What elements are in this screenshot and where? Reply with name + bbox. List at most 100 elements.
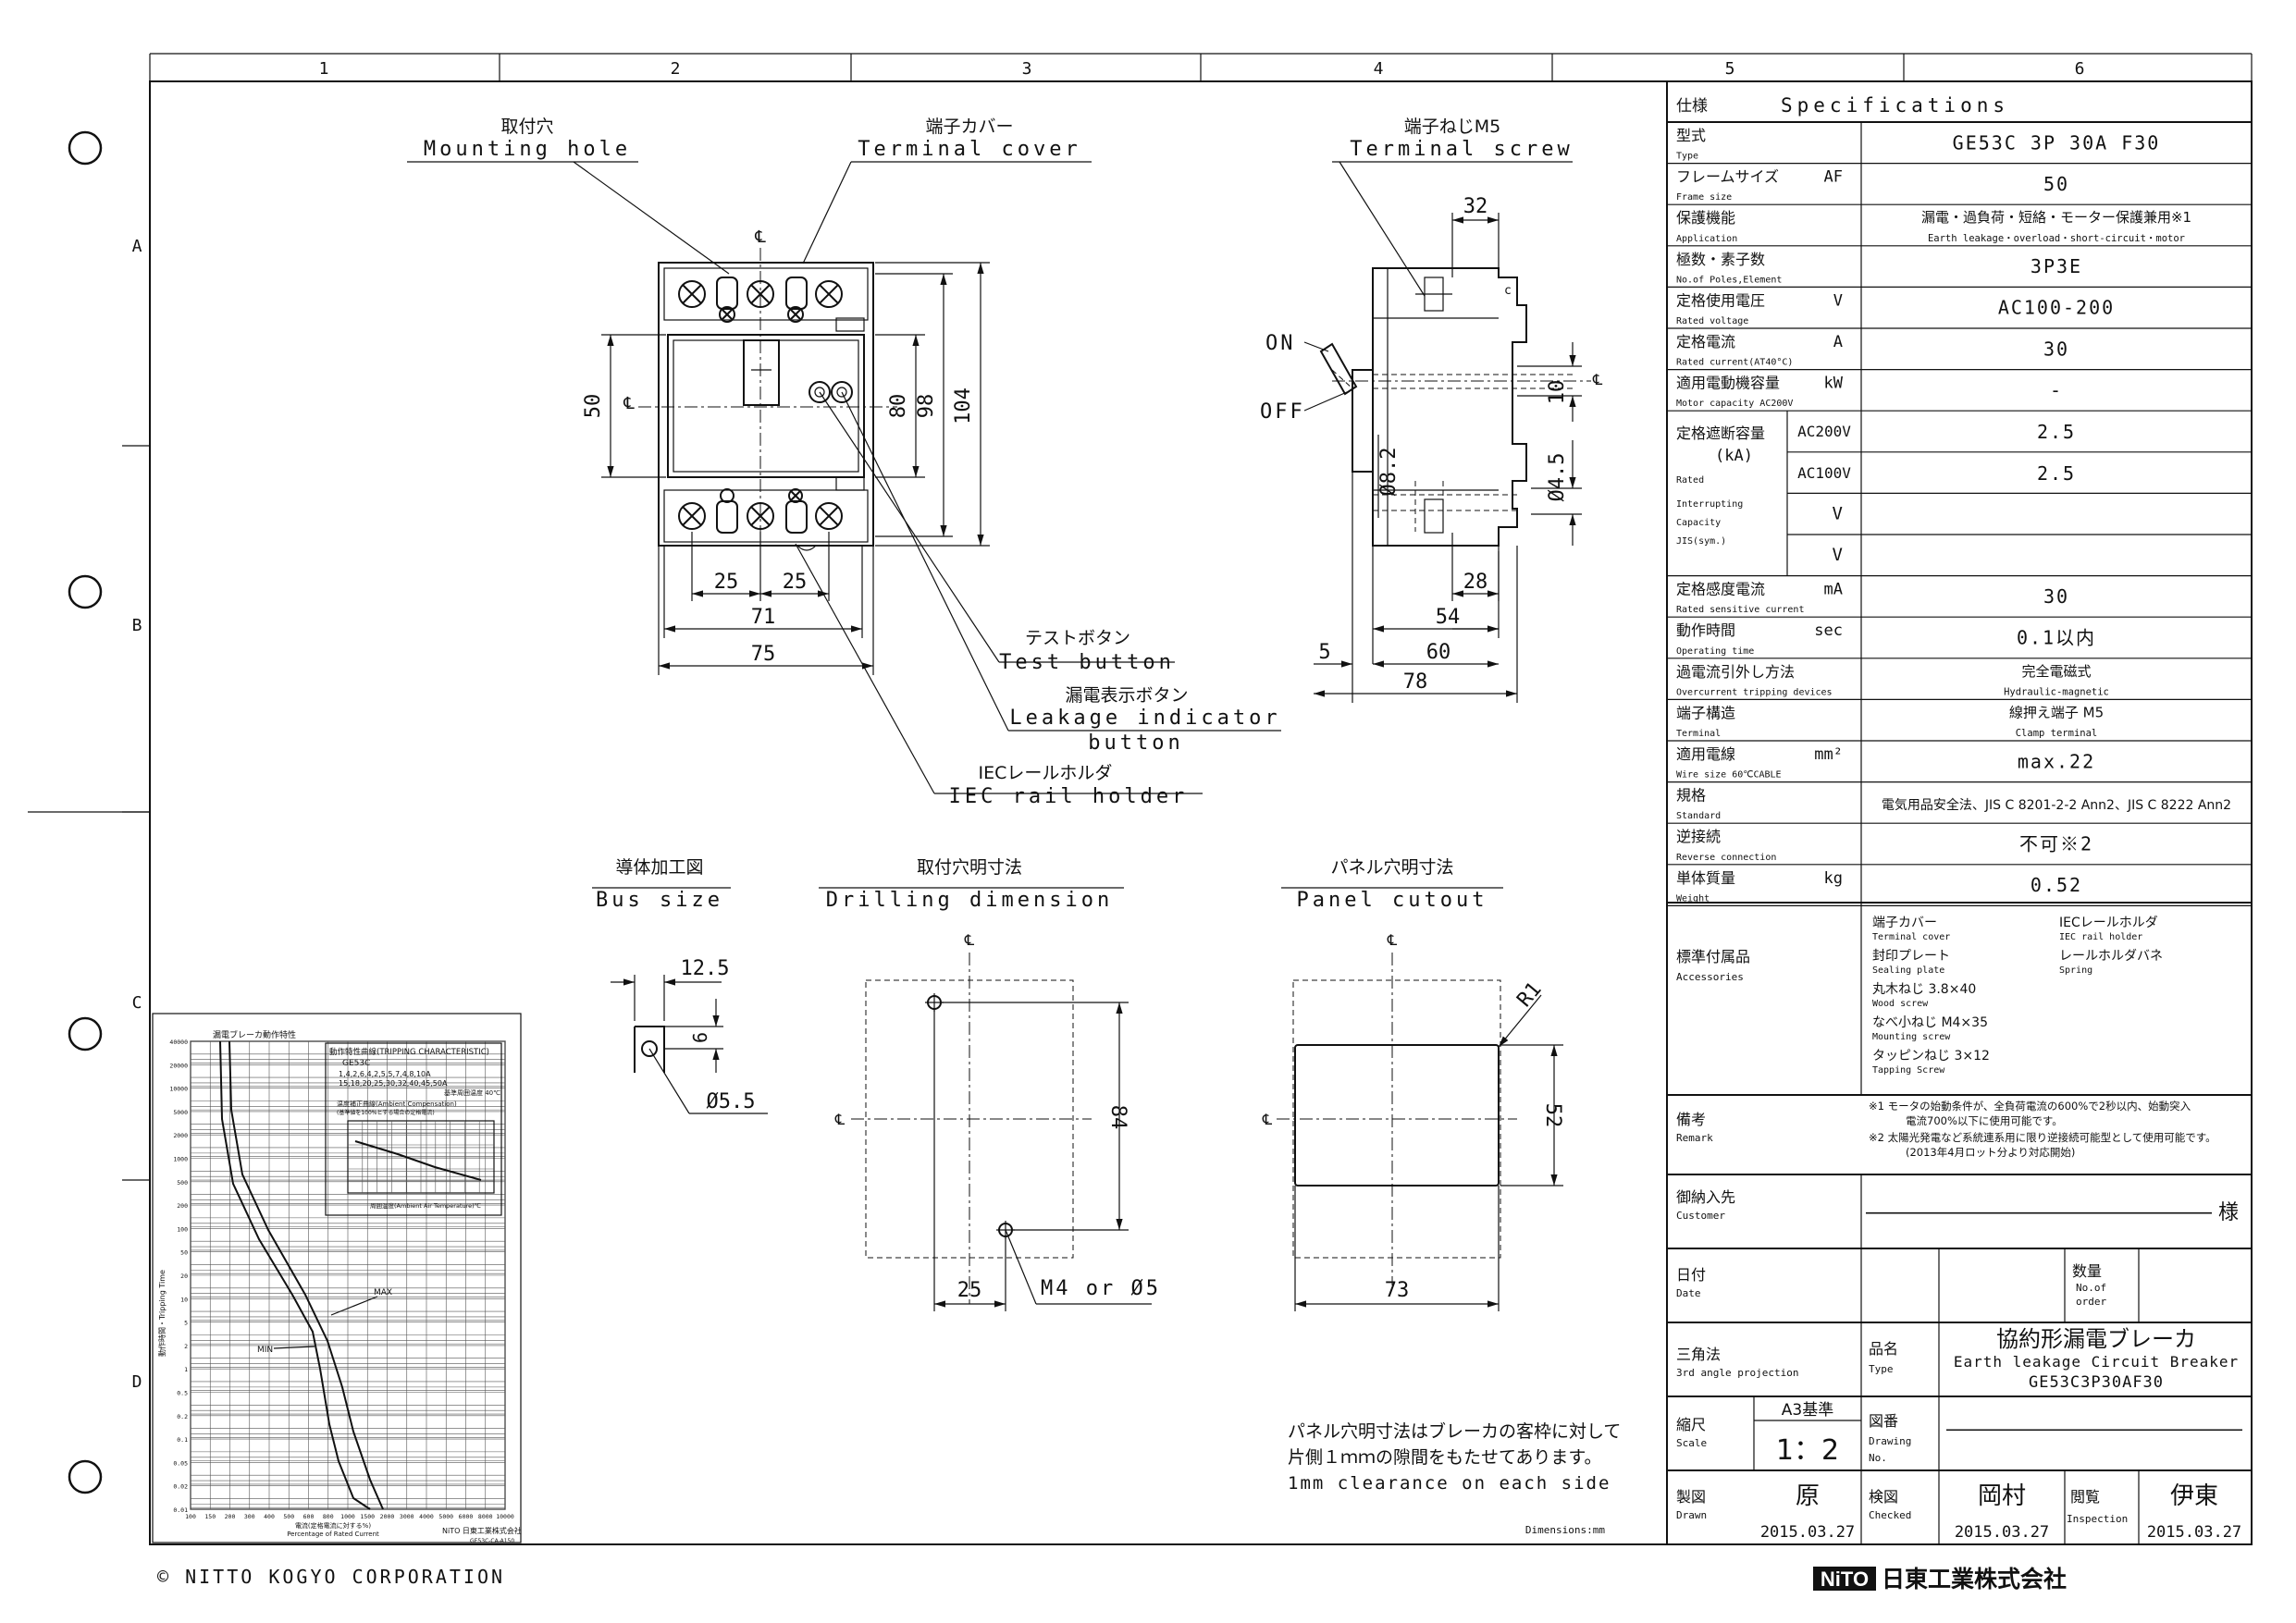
interrupting-label-2: V: [1833, 503, 1843, 523]
svg-text:NiTO: NiTO: [1821, 1568, 1869, 1591]
terminal-cover-label-en: Terminal cover: [858, 138, 1080, 161]
spec.rows2-label-jp-6: 逆接続: [1676, 828, 1721, 845]
zone-col-2: 2: [671, 59, 681, 79]
terminal-cover-label-jp: 端子カバー: [925, 117, 1013, 137]
accessory-right-3: Spring: [2059, 965, 2092, 976]
scale-jp: 縮尺: [1676, 1416, 1706, 1433]
spec.rows-label-jp-6: 適用電動機容量: [1676, 375, 1780, 392]
spec.rows-value-1: 50: [2043, 173, 2069, 195]
spec.rows2-label-jp-3: 端子構造: [1676, 704, 1735, 721]
trip-ytick-2: 10000: [169, 1086, 188, 1093]
dim-25a: 25: [714, 571, 739, 594]
trip-ytick-15: 0.5: [177, 1390, 188, 1397]
svg-text:℄: ℄: [964, 931, 975, 949]
trip-chart-title: 漏電ブレーカ動作特性: [213, 1029, 296, 1040]
dim-54: 54: [1436, 606, 1461, 629]
terminal-screw-label-en: Terminal screw: [1350, 138, 1573, 161]
spec.rows2-label-jp-1: 動作時間: [1676, 621, 1735, 639]
trip-xtick-11: 3000: [400, 1513, 414, 1520]
spec.rows2-unit-4: mm²: [1814, 745, 1843, 764]
trip-box-ambient: 基準周囲温度 40℃: [444, 1088, 500, 1097]
bus-size-view: 導体加工図 Bus size 12.5 6 Ø5.5: [592, 857, 768, 1114]
spec.rows2-value-2: 完全電磁式: [2021, 663, 2091, 680]
drilling-screw-label: M4 or Ø5: [1041, 1277, 1161, 1300]
accessory-right-1: IEC rail holder: [2059, 932, 2142, 942]
drawn-date: 2015.03.27: [1760, 1523, 1855, 1542]
mounting-hole-label-jp: 取付穴: [500, 117, 553, 137]
spec.rows2-unit-1: sec: [1814, 621, 1843, 640]
dim-84: 84: [1106, 1105, 1129, 1130]
dim-5: 5: [1318, 641, 1330, 664]
accessory-left-7: Mounting screw: [1872, 1032, 1951, 1042]
spec.rows-label-en-2: Application: [1676, 234, 1737, 244]
panel-note-line-2: 片側１ｍｍの隙間をもたせてあります。: [1288, 1447, 1602, 1468]
accessory-right-2: レールホルダバネ: [2059, 949, 2163, 964]
accessory-left-4: 丸木ねじ 3.8×40: [1872, 982, 1976, 997]
spec.rows2-label-jp-0: 定格感度電流: [1676, 581, 1765, 598]
accessory-left-0: 端子カバー: [1872, 916, 1937, 930]
spec.rows-value2-2: Earth leakage・overload・short-circuit・mot…: [1928, 233, 2185, 244]
remark-line-1: ※1 モータの始動条件が、全負荷電流の600%で2秒以内、始動突入: [1869, 1100, 2191, 1113]
spec.rows2-label-en-2: Overcurrent tripping devices: [1676, 687, 1833, 697]
interrupting-label-3: V: [1833, 545, 1843, 565]
date-en: Date: [1676, 1287, 1701, 1299]
spec.rows-label-en-0: Type: [1676, 152, 1698, 162]
interrupting-en-3: Capacity: [1676, 518, 1721, 528]
trip-ytick-4: 2000: [173, 1132, 188, 1139]
dim-50: 50: [582, 394, 605, 419]
spec.rows-value-2: 漏電・過負荷・短絡・モーター保護兼用※1: [1921, 209, 2191, 226]
dim-78: 78: [1403, 670, 1428, 694]
spec.rows-label-jp-3: 極数・素子数: [1676, 251, 1765, 268]
accessory-left-1: Terminal cover: [1872, 932, 1950, 942]
spec-header-jp: 仕様: [1676, 97, 1708, 116]
interrupting-unit: (kA): [1715, 447, 1753, 465]
radius-r1: R1: [1512, 977, 1546, 1011]
trip-xtick-10: 2000: [380, 1513, 395, 1520]
checked-name: 岡村: [1978, 1482, 2026, 1510]
spec.rows-value-6: -: [2050, 379, 2063, 401]
accessory-left-6: なべ小ねじ M4×35: [1872, 1015, 1988, 1030]
scale-value: 1：2: [1776, 1434, 1839, 1467]
remark-jp: 備考: [1676, 1111, 1706, 1128]
trip-ytick-18: 0.05: [173, 1459, 188, 1467]
dimensions-unit: Dimensions:mm: [1525, 1524, 1605, 1536]
trip-ylabel: 動作時間・Tripping Time: [157, 1270, 167, 1357]
accessory-left-5: Wood screw: [1872, 999, 1929, 1009]
trip-xtick-7: 800: [323, 1513, 334, 1520]
spec.rows2-value-0: 30: [2043, 585, 2069, 608]
trip-xtick-0: 100: [185, 1513, 196, 1520]
spec.rows2-value-3: 線押え端子 M5: [2009, 704, 2104, 720]
copyright: © NITTO KOGYO CORPORATION: [157, 1566, 505, 1588]
remark-line-3: ※2 太陽光発電など系統連系用に限り逆接続可能型として使用可能です。: [1869, 1131, 2216, 1144]
spec.rows2-label-en-0: Rated sensitive current: [1676, 605, 1804, 615]
trip-xtick-15: 8000: [478, 1513, 493, 1520]
type-name-jp: 品名: [1869, 1340, 1898, 1358]
trip-company: NiTO 日東工業株式会社: [442, 1526, 522, 1535]
interrupting-en-2: Interrupting: [1676, 499, 1743, 510]
trip-ytick-7: 200: [177, 1202, 188, 1210]
inspection-name: 伊東: [2170, 1482, 2218, 1510]
type-name-model: GE53C3P30AF30: [2029, 1373, 2164, 1392]
drawing-no-en-2: No.: [1869, 1452, 1887, 1464]
spec.rows-label-en-6: Motor capacity AC200V: [1676, 399, 1793, 409]
zone-col-3: 3: [1022, 59, 1032, 79]
iec-rail-label-jp: IECレールホルダ: [979, 763, 1113, 783]
trip-xtick-9: 1500: [360, 1513, 375, 1520]
comp-title: 温度補正曲線(Ambient Compensation): [337, 1100, 457, 1108]
test-button-label-jp: テストボタン: [1025, 628, 1130, 648]
terminal-screw-label-jp: 端子ねじM5: [1404, 117, 1500, 137]
dim-phi-8-2: Ø8.2: [1377, 448, 1401, 497]
zone-row-a: A: [132, 237, 142, 256]
svg-text:℄: ℄: [1387, 931, 1398, 949]
interrupting-label-0: AC200V: [1797, 423, 1851, 440]
company-logo: NiTO 日東工業株式会社: [1813, 1566, 2067, 1592]
spec.rows2-value-5: 電気用品安全法、JIS C 8201-2-2 Ann2、JIS C 8222 A…: [1882, 797, 2231, 813]
accessories-en: Accessories: [1676, 971, 1744, 983]
spec.rows2-label-en-5: Standard: [1676, 811, 1721, 821]
trip-xtick-8: 1000: [340, 1513, 355, 1520]
trip-xtick-14: 6000: [459, 1513, 474, 1520]
type-name-en: Type: [1869, 1363, 1894, 1375]
qty-en-2: order: [2076, 1296, 2106, 1308]
dim-32: 32: [1463, 195, 1488, 218]
